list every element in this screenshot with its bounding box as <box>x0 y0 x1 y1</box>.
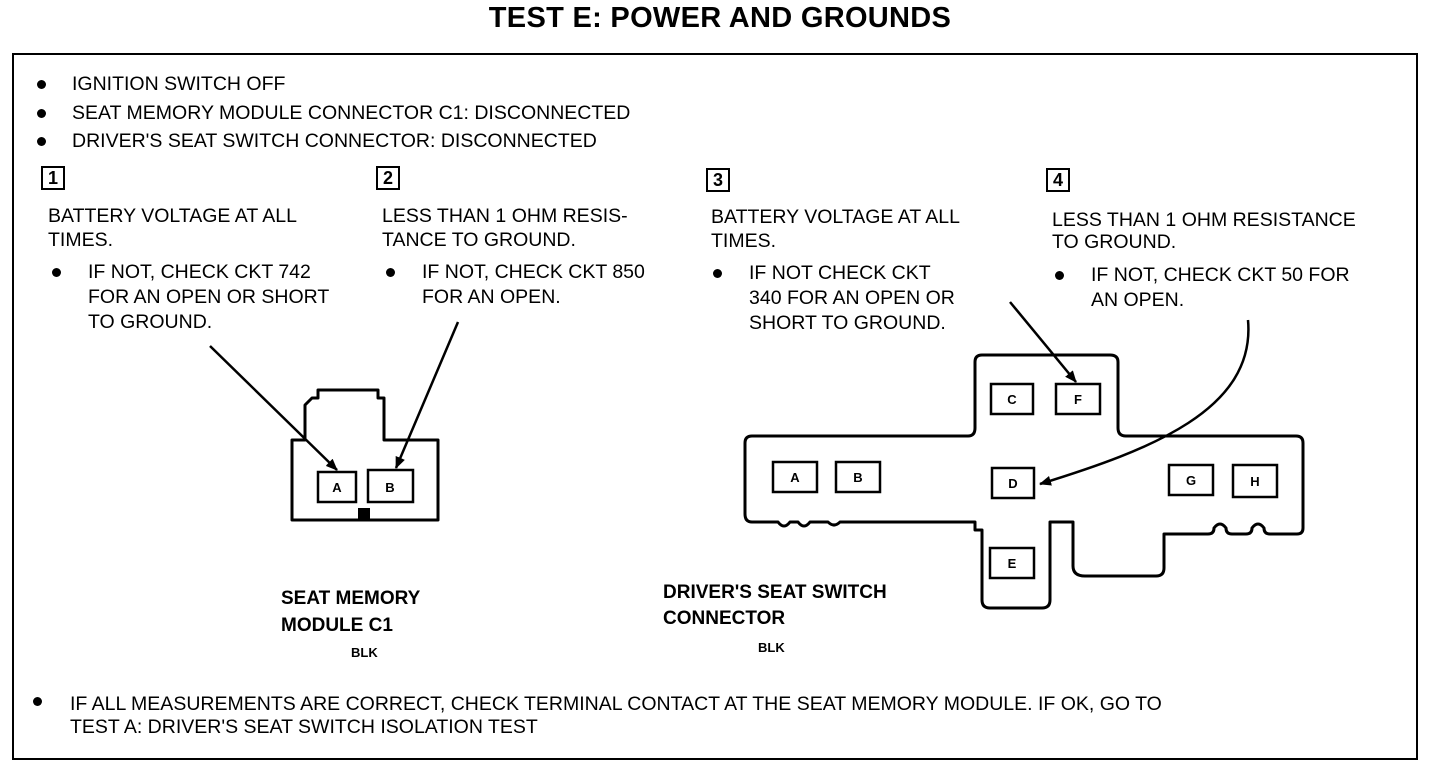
arrow-step1-to-pin-a <box>209 345 338 471</box>
bullet-icon <box>37 80 46 89</box>
pin-b: B <box>366 468 415 504</box>
step-spec-line: BATTERY VOLTAGE AT ALL <box>711 206 960 228</box>
footer-line: TEST A: DRIVER'S SEAT SWITCH ISOLATION T… <box>70 716 538 738</box>
step-spec-line: BATTERY VOLTAGE AT ALL <box>48 205 297 227</box>
pin-a: A <box>316 470 358 504</box>
switch-pin-d: D <box>990 466 1036 500</box>
step-spec-line: LESS THAN 1 OHM RESISTANCE <box>1052 209 1356 231</box>
step-number-box: 1 <box>41 166 65 190</box>
switch-pin-c: C <box>989 382 1035 416</box>
svg-text:G: G <box>1186 473 1196 488</box>
step-spec-line: TO GROUND. <box>1052 231 1177 253</box>
step-number-box: 4 <box>1046 168 1070 192</box>
switch-pin-e: E <box>988 546 1036 580</box>
arrow-step2-to-pin-b <box>394 321 460 469</box>
drivers-switch-label-line: CONNECTOR <box>663 608 786 629</box>
step-spec-line: TIMES. <box>48 229 114 251</box>
footer-line: IF ALL MEASUREMENTS ARE CORRECT, CHECK T… <box>70 693 1162 715</box>
drivers-switch-color: BLK <box>758 640 785 655</box>
svg-text:A: A <box>790 470 800 485</box>
seat-memory-connector-outline <box>290 388 440 522</box>
step-action-line: SHORT TO GROUND. <box>749 312 946 334</box>
step-action-line: IF NOT, CHECK CKT 850 <box>422 261 645 283</box>
bullet-icon <box>386 268 395 277</box>
step-number-box: 3 <box>706 168 730 192</box>
step-action-line: TO GROUND. <box>88 311 213 333</box>
step-action-line: 340 FOR AN OPEN OR <box>749 287 955 309</box>
seat-memory-label-line: SEAT MEMORY <box>281 588 421 609</box>
condition-module-connector: SEAT MEMORY MODULE CONNECTOR C1: DISCONN… <box>72 102 631 124</box>
bullet-icon <box>37 109 46 118</box>
bullet-icon <box>1055 271 1064 280</box>
svg-text:C: C <box>1007 392 1017 407</box>
drivers-switch-connector-outline <box>743 353 1305 610</box>
step-action-line: IF NOT, CHECK CKT 742 <box>88 261 311 283</box>
svg-text:A: A <box>332 480 342 495</box>
page-title: TEST E: POWER AND GROUNDS <box>488 2 952 34</box>
seat-memory-label-line: MODULE C1 <box>281 615 393 636</box>
svg-text:H: H <box>1250 474 1259 489</box>
svg-text:D: D <box>1008 476 1017 491</box>
seat-memory-color: BLK <box>351 645 378 660</box>
connector-key-tab <box>358 508 370 520</box>
arrow-step3-to-pin-f <box>1009 301 1077 383</box>
step-spec-line: TANCE TO GROUND. <box>382 229 576 251</box>
step-action-line: FOR AN OPEN OR SHORT <box>88 286 330 308</box>
condition-ignition: IGNITION SWITCH OFF <box>72 73 286 95</box>
bullet-icon <box>37 137 46 146</box>
switch-pin-g: G <box>1167 463 1215 497</box>
switch-pin-h: H <box>1231 463 1279 499</box>
svg-text:B: B <box>385 480 394 495</box>
svg-text:F: F <box>1074 392 1082 407</box>
svg-text:B: B <box>853 470 862 485</box>
step-spec-line: TIMES. <box>711 230 777 252</box>
bullet-icon <box>33 697 42 706</box>
bullet-icon <box>713 269 722 278</box>
step-action-line: IF NOT CHECK CKT <box>749 262 931 284</box>
condition-switch-connector: DRIVER'S SEAT SWITCH CONNECTOR: DISCONNE… <box>72 130 597 152</box>
step-action-line: AN OPEN. <box>1091 289 1185 311</box>
drivers-switch-label-line: DRIVER'S SEAT SWITCH <box>663 582 887 603</box>
test-frame <box>12 53 1418 760</box>
step-action-line: FOR AN OPEN. <box>422 286 561 308</box>
bullet-icon <box>52 268 61 277</box>
switch-pin-a: A <box>771 460 819 494</box>
step-number-box: 2 <box>376 166 400 190</box>
step-action-line: IF NOT, CHECK CKT 50 FOR <box>1091 264 1350 286</box>
arrow-step4-to-pin-d <box>1039 319 1250 486</box>
switch-pin-f: F <box>1054 382 1102 416</box>
switch-pin-b: B <box>834 460 882 494</box>
step-spec-line: LESS THAN 1 OHM RESIS- <box>382 205 628 227</box>
svg-text:E: E <box>1008 556 1017 571</box>
